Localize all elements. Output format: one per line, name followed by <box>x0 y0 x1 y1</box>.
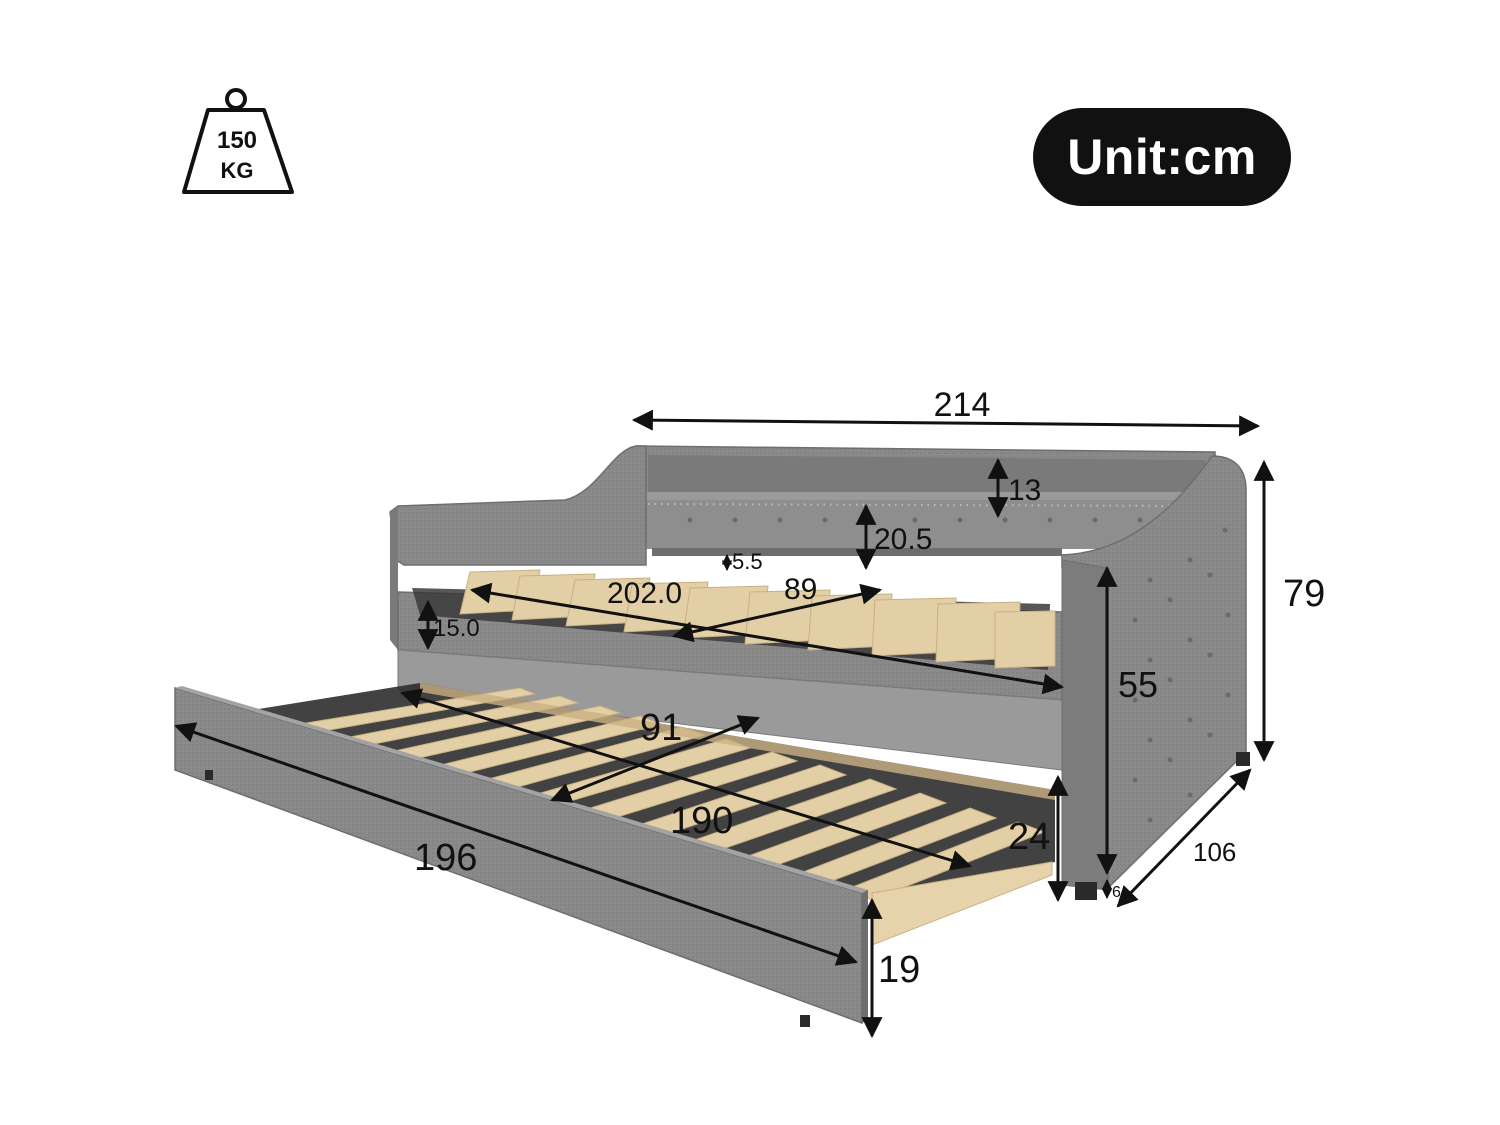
label-gap-height: 5.5 <box>732 549 763 574</box>
dimension-labels: 214 13 20.5 5.5 79 202.0 89 15.0 55 106 … <box>414 386 1325 991</box>
weight-capacity-icon: 150 KG <box>180 86 300 198</box>
back-leg <box>1236 752 1250 766</box>
label-side-rail: 15.0 <box>433 615 480 642</box>
label-trundle-width: 91 <box>640 707 682 749</box>
dim-line-196 <box>174 722 858 966</box>
label-inner-width: 89 <box>784 573 817 606</box>
dimension-lines <box>174 409 1275 1039</box>
weight-value: 150 <box>217 127 257 154</box>
dim-line-214 <box>631 409 1261 437</box>
label-shelf-height: 13 <box>1008 474 1041 507</box>
label-trundle-outer-length: 196 <box>414 837 477 879</box>
label-trundle-inner-length: 190 <box>670 800 733 842</box>
dim-line-89 <box>671 583 883 643</box>
label-arm-height: 55 <box>1118 664 1158 705</box>
label-leg-height: 6 <box>1112 884 1121 901</box>
label-inner-length: 202.0 <box>607 577 682 610</box>
label-overall-height: 79 <box>1283 573 1325 615</box>
backrest <box>635 445 1216 556</box>
label-backrest-panel: 20.5 <box>874 523 932 556</box>
unit-badge: Unit:cm <box>1033 108 1291 206</box>
front-leg <box>1075 882 1097 900</box>
label-total-width: 214 <box>934 386 991 424</box>
left-arm <box>389 445 647 650</box>
unit-label: Unit:cm <box>1067 129 1257 185</box>
label-trundle-clearance: 24 <box>1008 816 1050 858</box>
label-trundle-height: 19 <box>878 949 920 991</box>
label-depth: 106 <box>1193 837 1236 867</box>
weight-unit: KG <box>221 158 254 183</box>
dim-line-106 <box>1116 768 1252 908</box>
